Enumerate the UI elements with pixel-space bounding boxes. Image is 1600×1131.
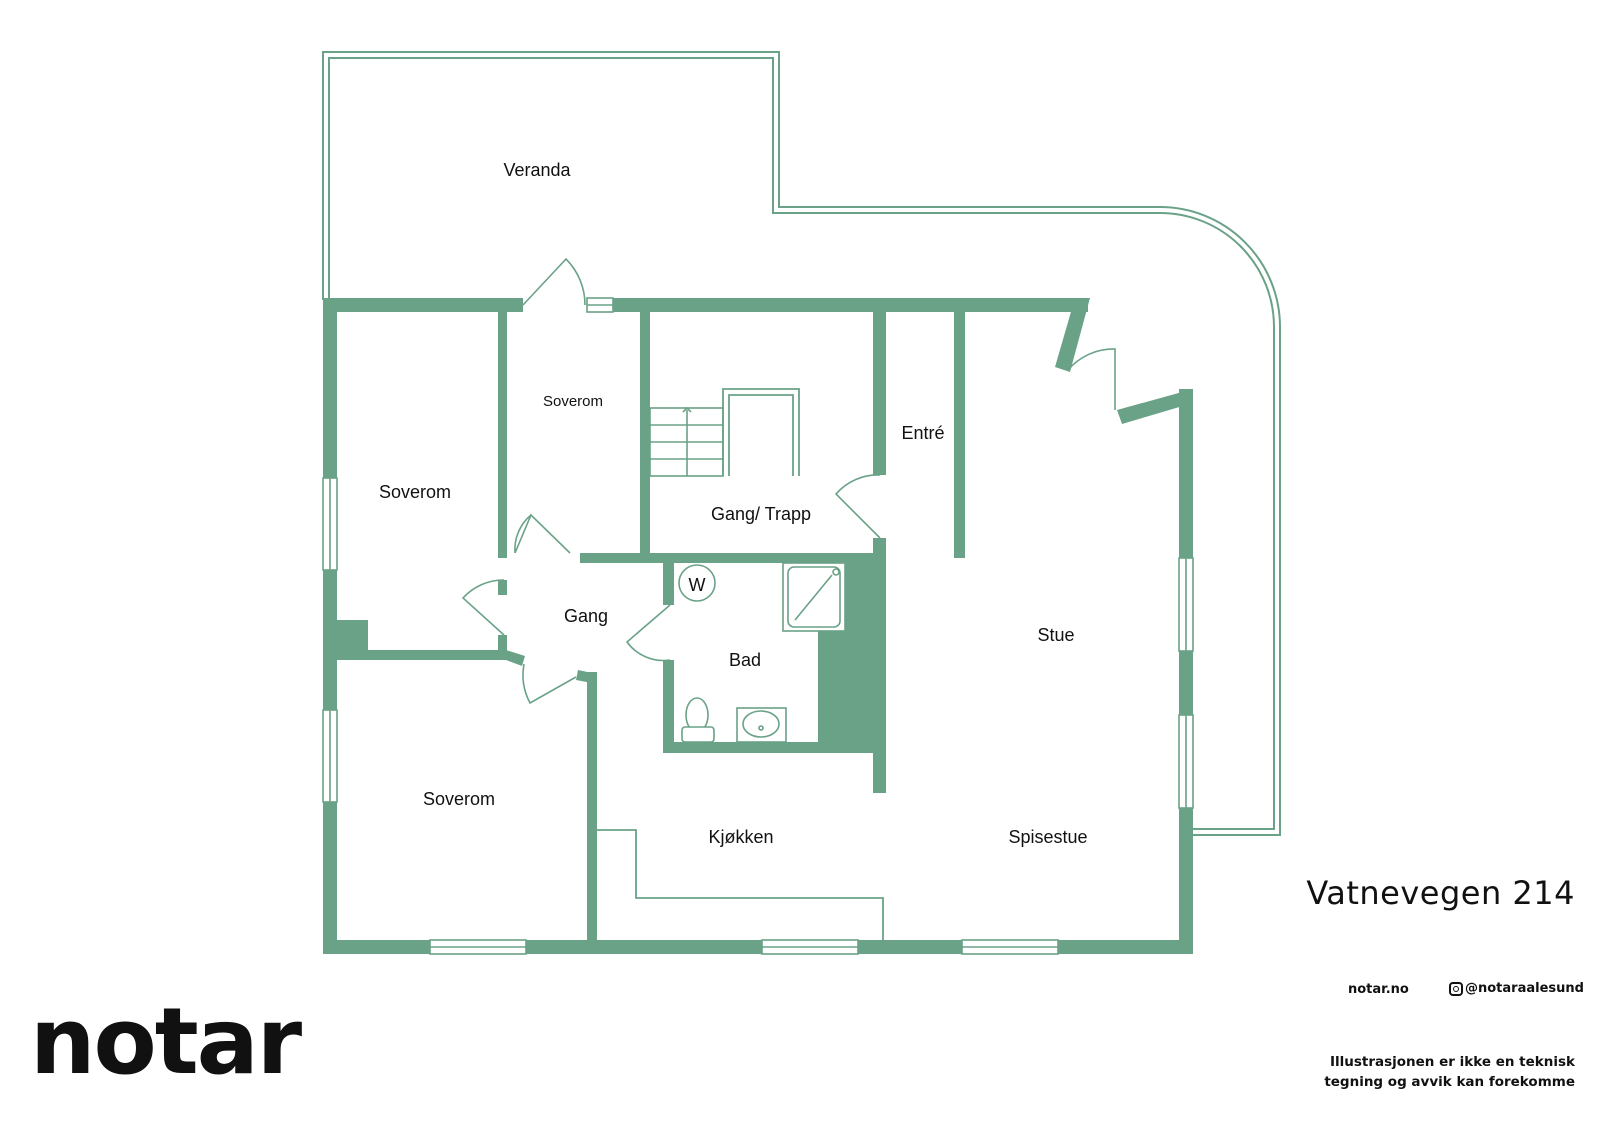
bathroom-fixtures (678, 562, 846, 743)
instagram-handle: @notaraalesund (1465, 981, 1584, 996)
property-address: Vatnevegen 214 (1306, 874, 1575, 912)
sink-icon (736, 707, 787, 743)
room-label-kjokken: Kjøkken (708, 827, 773, 847)
room-label-gang: Gang (564, 606, 608, 626)
windows (322, 297, 1194, 955)
room-label-gang-trapp: Gang/ Trapp (711, 504, 811, 524)
room-label-soverom-small: Soverom (543, 393, 603, 410)
disclaimer-line-2: tegning og avvik kan forekomme (1324, 1074, 1575, 1090)
veranda-railing (322, 51, 1281, 836)
toilet-icon (681, 697, 715, 743)
room-label-veranda: Veranda (503, 160, 571, 180)
room-label-entre: Entré (901, 423, 944, 443)
room-label-bad: Bad (729, 650, 761, 670)
washer-icon (678, 564, 716, 602)
instagram-icon (1449, 981, 1463, 996)
doors (461, 257, 1116, 705)
kitchen-counter (597, 829, 884, 940)
website-link[interactable]: notar.no (1348, 982, 1409, 997)
washer-label: W (689, 575, 706, 595)
disclaimer: Illustrasjonen er ikke en teknisk tegnin… (1324, 1052, 1575, 1092)
room-labels: Veranda Soverom Soverom Gang/ Trapp Entr… (379, 160, 1088, 847)
room-label-soverom-bottom: Soverom (423, 789, 495, 809)
staircase (649, 388, 800, 477)
room-label-stue: Stue (1037, 625, 1074, 645)
room-label-spisestue: Spisestue (1008, 827, 1087, 847)
disclaimer-line-1: Illustrasjonen er ikke en teknisk (1329, 1054, 1575, 1070)
notar-logo: notar (30, 988, 302, 1095)
room-label-soverom-left: Soverom (379, 482, 451, 502)
instagram-link[interactable]: @notaraalesund (1449, 981, 1584, 996)
interior-walls (368, 310, 965, 942)
